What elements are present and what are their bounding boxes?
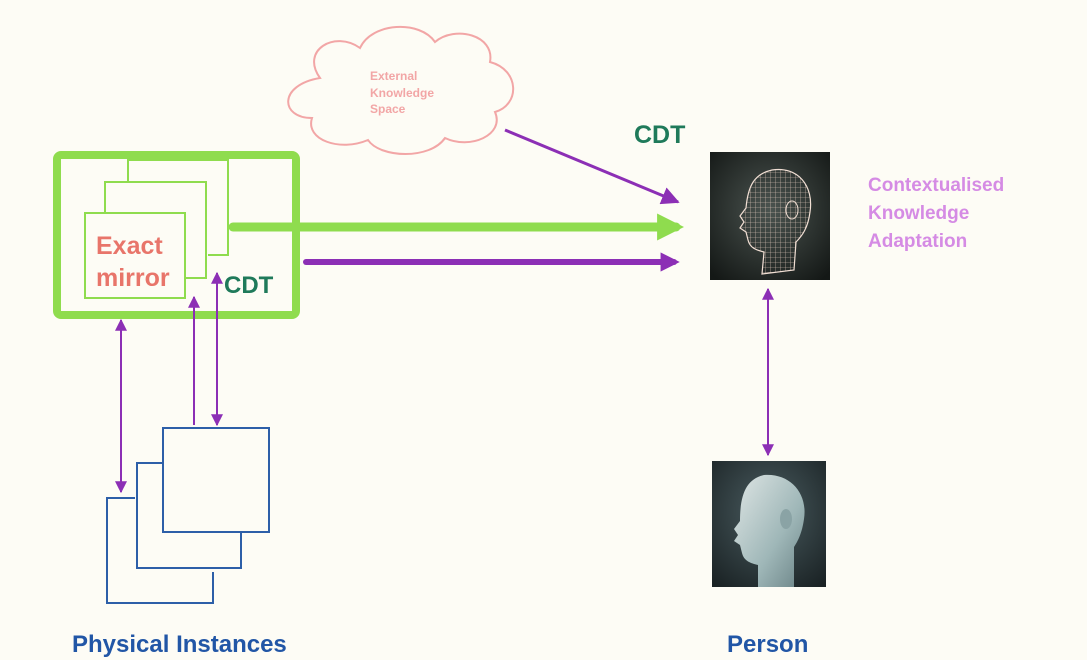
cdt-top-label: CDT: [634, 121, 685, 149]
mirror-label-line1: Exact: [96, 232, 163, 260]
adaptation-label-line2: Knowledge: [868, 203, 969, 224]
mirror-layer-2: [104, 181, 207, 279]
instance-layer-middle: [136, 462, 242, 569]
mirror-layer-1: [84, 212, 186, 299]
wireframe-head-image: [710, 152, 830, 280]
cloud-shape: [287, 25, 515, 155]
cdt-box-label: CDT: [224, 272, 274, 299]
mirror-layer-3: [127, 159, 229, 256]
adaptation-label-line1: Contextualised: [868, 175, 1004, 196]
cloud-label-line1: External: [370, 69, 417, 83]
instance-layer-back: [106, 497, 214, 604]
cloud-label-line3: Space: [370, 102, 406, 116]
human-head-image: [712, 461, 826, 587]
adaptation-label-line3: Adaptation: [868, 231, 967, 252]
cloud-label-line2: Knowledge: [370, 86, 434, 100]
cdt-container-box: [53, 151, 300, 319]
mirror-label-line2: mirror: [96, 264, 170, 292]
person-label: Person: [727, 631, 808, 658]
instance-layer-front: [162, 427, 270, 533]
cloud-arrow-to-head: [504, 128, 680, 205]
physical-instances-label: Physical Instances: [72, 631, 287, 658]
